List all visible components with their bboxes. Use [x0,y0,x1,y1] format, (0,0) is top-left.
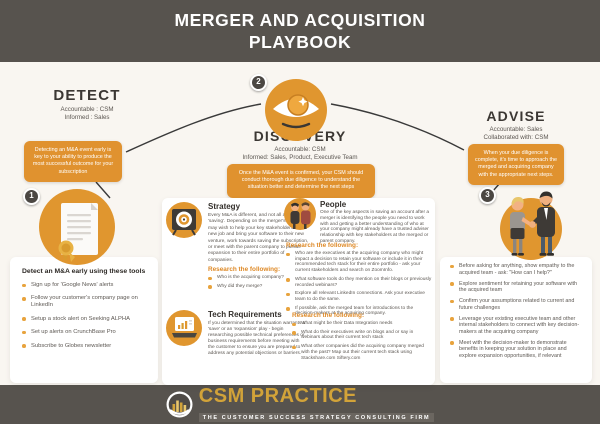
footer-brand: CSM PRACTICE [198,384,358,407]
strategy-circle [166,202,202,238]
advise-item: Before asking for anything, show empathy… [450,263,584,276]
strategy-research-heading: Research the following: [208,266,281,273]
people-body: One of the key aspects in saving an acco… [320,210,430,244]
advise-callout: When your due diligence is complete, it'… [468,144,564,185]
advise-item: Explore sentiment for retaining your sof… [450,281,584,294]
research-item: What software tools do they mention on t… [286,277,432,288]
research-item: Who is the acquiring company? [208,275,318,281]
strategy-title: Strategy [208,202,241,211]
discovery-informed: Informed: Sales, Product, Executive Team [242,154,358,161]
tool-item: Setup a stock alert on Seeking ALPHA [22,316,148,323]
people-title: People [320,200,347,209]
advise-title: ADVISE [486,108,546,124]
step-badge-3: 3 [479,187,496,204]
advise-accountable: Accountable: Sales [489,126,543,133]
tool-item: Follow your customer's company page on L… [22,295,148,309]
detect-tools-card: Detect an M&A early using these tools Si… [10,257,158,383]
certificate-document-icon [58,203,98,262]
discovery-card: Strategy Every M&A is different, and not… [162,198,435,385]
page-title-line2: PLAYBOOK [248,32,352,52]
research-item: Why did they merge? [208,284,318,290]
tools-heading: Detect an M&A early using these tools [22,268,146,275]
step-badge-2: 2 [250,74,267,91]
advise-collaborated: Collaborated with: CSM [483,134,549,141]
detect-accountable: Accountable : CSM [60,106,114,113]
detect-informed: Informed : Sales [64,114,110,121]
discovery-accountable: Accountable: CSM [274,146,326,153]
research-item: What might be their Data Integration nee… [292,321,428,327]
bar-chart-logo-icon [166,391,193,418]
people-circle [284,198,316,230]
research-item: What do their executives write on blogs … [292,330,428,341]
page-title-line1: MERGER AND ACQUISITION [174,10,426,30]
dartboard-icon [172,209,196,236]
two-people-icon [290,202,311,229]
advise-card: Before asking for anything, show empathy… [440,257,592,383]
advise-illustration [488,176,574,269]
discovery-callout: Once the M&A event is confirmed, your CS… [227,164,375,198]
eye-icon [273,94,319,129]
detect-callout: Detecting an M&A event early is key to y… [24,141,122,182]
tech-body: If you determined that the situation war… [208,321,306,356]
research-item: Explore all relevant LinkedIn connection… [286,291,432,302]
advise-item: Leverage your existing executive team an… [450,316,584,336]
detect-title: DETECT [53,87,121,104]
strategy-body: Every M&A is different, and not all are … [208,213,309,263]
handshake-illustration [500,191,562,260]
tech-circle [166,310,202,346]
tech-research-heading: Research the following: [292,312,365,319]
tool-item: Sign up for 'Google News' alerts [22,282,148,289]
tool-item: Subscribe to Globes newsletter [22,343,148,350]
advise-item: Meet with the decision-maker to demonstr… [450,340,584,360]
step-badge-1: 1 [23,188,40,205]
laptop-icon [172,317,197,338]
people-research-heading: Research the following: [286,242,359,249]
research-item: If possible, ask the merged team for int… [286,306,432,317]
tech-title: Tech Requirements [208,310,282,319]
discovery-circle [265,79,327,141]
advise-item: Confirm your assumptions related to curr… [450,298,584,311]
research-item: Who are the executives at the acquiring … [286,251,432,274]
detect-circle [39,189,115,265]
research-item: What other companies did the acquiring c… [292,344,428,361]
tool-item: Set up alerts on CrunchBase Pro [22,329,148,336]
footer-tagline: THE CUSTOMER SUCCESS STRATEGY CONSULTING… [198,413,435,422]
footer-banner: CSM PRACTICE THE CUSTOMER SUCCESS STRATE… [0,385,600,424]
header-banner: MERGER AND ACQUISITION PLAYBOOK [0,0,600,62]
